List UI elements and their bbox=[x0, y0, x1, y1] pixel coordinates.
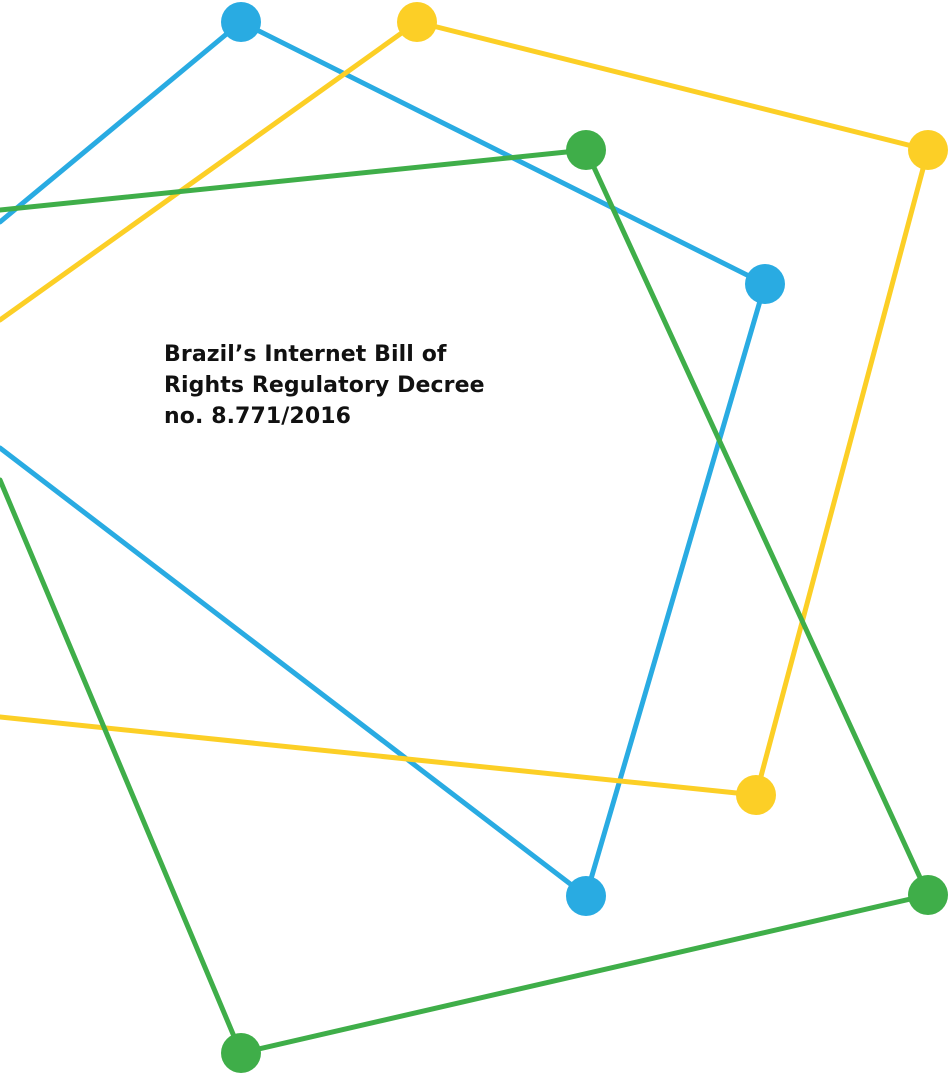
green-line bbox=[0, 477, 244, 1056]
network-nodes bbox=[221, 2, 948, 1073]
blue-node bbox=[745, 264, 785, 304]
yellow-line bbox=[0, 714, 759, 798]
green-node bbox=[566, 130, 606, 170]
blue-line bbox=[583, 281, 768, 899]
green-line bbox=[238, 892, 931, 1056]
green-line bbox=[0, 147, 589, 213]
yellow-line bbox=[414, 19, 931, 153]
green-node bbox=[221, 1033, 261, 1073]
title-line-2: Rights Regulatory Decree bbox=[164, 373, 485, 398]
title-line-3: no. 8.771/2016 bbox=[164, 404, 352, 429]
blue-lines bbox=[0, 19, 768, 899]
yellow-line bbox=[0, 19, 420, 323]
blue-node bbox=[221, 2, 261, 42]
yellow-node bbox=[908, 130, 948, 170]
blue-node bbox=[566, 876, 606, 916]
title-line-1: Brazil’s Internet Bill of bbox=[164, 342, 447, 367]
yellow-node bbox=[397, 2, 437, 42]
yellow-lines bbox=[0, 19, 931, 798]
green-node bbox=[908, 875, 948, 915]
blue-line bbox=[0, 445, 589, 899]
yellow-line bbox=[753, 147, 931, 798]
blue-line bbox=[238, 19, 768, 287]
green-line bbox=[583, 147, 931, 898]
green-lines bbox=[0, 147, 931, 1056]
yellow-node bbox=[736, 775, 776, 815]
document-title: Brazil’s Internet Bill of Rights Regulat… bbox=[164, 339, 494, 432]
blue-line bbox=[0, 19, 244, 225]
